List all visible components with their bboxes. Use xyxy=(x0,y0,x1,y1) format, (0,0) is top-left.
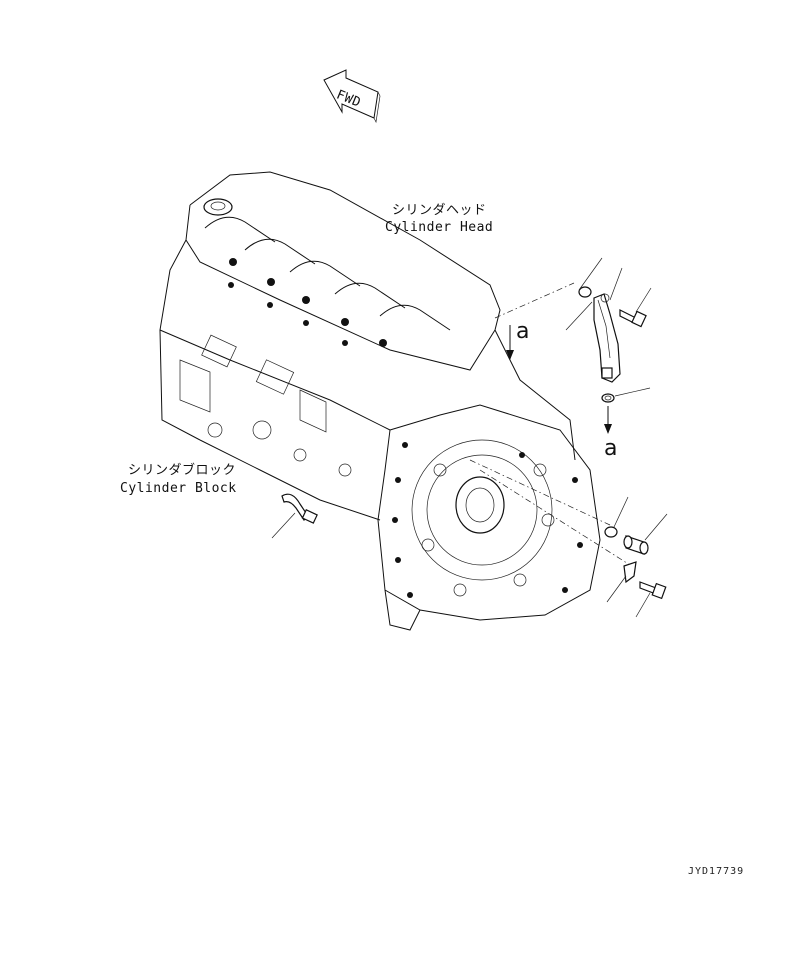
fwd-arrow: FWD xyxy=(323,69,381,124)
connection-mark-lower: a xyxy=(604,436,617,461)
cylinder-head-label-en: Cylinder Head xyxy=(385,220,493,235)
cylinder-head-label: シリンダヘッド Cylinder Head xyxy=(385,203,493,235)
block-pipe-part xyxy=(271,493,318,539)
cylinder-block-label: シリンダブロック Cylinder Block xyxy=(120,462,237,496)
water-pipe-part xyxy=(565,257,652,403)
engine-block-illustration xyxy=(159,171,601,631)
cylinder-block-label-jp: シリンダブロック xyxy=(128,462,236,478)
connection-arrow-lower: a xyxy=(604,406,617,461)
connector-part xyxy=(604,496,668,618)
drawing-code: JYD17739 xyxy=(688,866,744,877)
cylinder-block-label-en: Cylinder Block xyxy=(120,481,237,496)
connection-mark-upper: a xyxy=(516,319,529,344)
connection-arrow-upper: a xyxy=(506,319,529,360)
cylinder-head-label-jp: シリンダヘッド xyxy=(392,203,487,218)
